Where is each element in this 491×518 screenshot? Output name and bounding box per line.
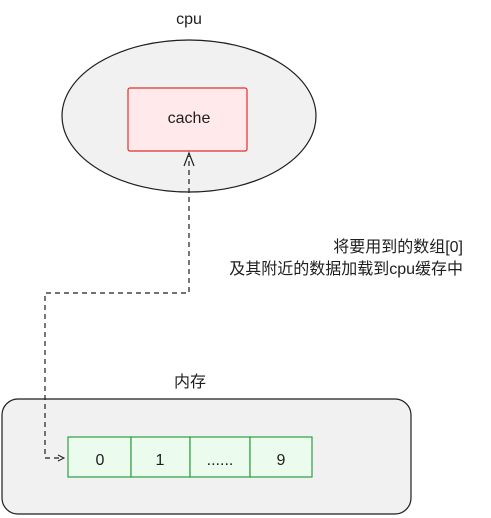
array-cells [67, 436, 313, 478]
array-cell-1-label: 1 [155, 452, 165, 469]
arrow-note-line-1: 将要用到的数组[0] [333, 239, 463, 256]
cache-box [127, 87, 248, 152]
array-cell-2-box [189, 436, 251, 478]
array-cell-1-box [130, 436, 191, 478]
arrow-note-line-2: 及其附近的数据加载到cpu缓存中 [229, 261, 463, 278]
array-cell-2-label: ...... [206, 452, 234, 469]
memory-title: 内存 [173, 374, 207, 391]
load-arrow-tail [57, 454, 66, 462]
load-arrow-head [183, 151, 195, 167]
cache-label: cache [167, 110, 211, 127]
array-cell-3-box [249, 436, 313, 478]
arrow-note: 将要用到的数组[0] 及其附近的数据加载到cpu缓存中 [229, 237, 463, 281]
array-cell-3-label: 9 [276, 452, 286, 469]
array-cell-0-label: 0 [95, 452, 105, 469]
cpu-title: cpu [176, 11, 202, 28]
load-arrow [44, 156, 190, 459]
